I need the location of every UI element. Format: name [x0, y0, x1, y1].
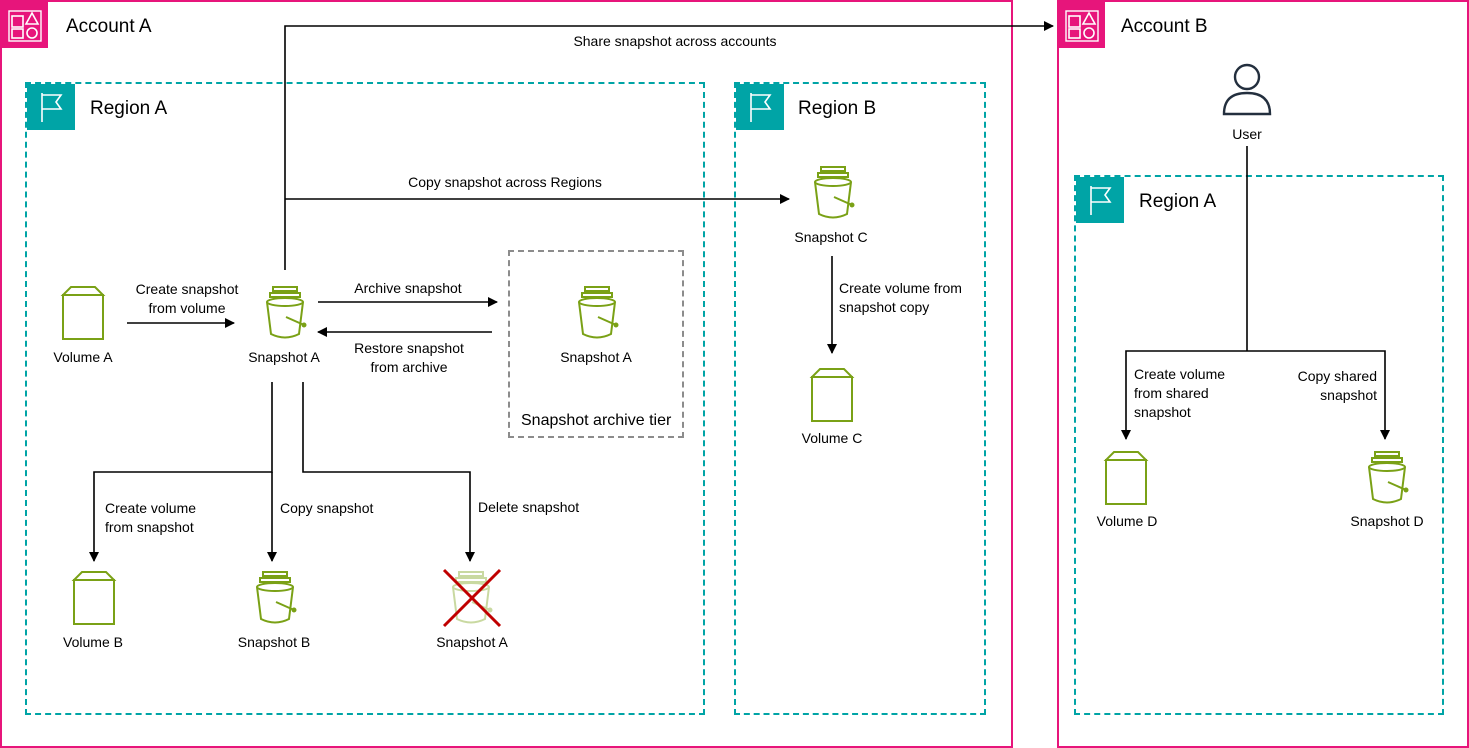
- create-volume-b-arrow: [89, 382, 273, 562]
- node-label-snapshot-d: Snapshot D: [1350, 513, 1424, 529]
- account-b-title: Account B: [1121, 16, 1208, 37]
- account-a-group: Account A: [0, 0, 1013, 748]
- edge-label-line: snapshot copy: [839, 299, 930, 315]
- node-label-snapshot-b: Snapshot B: [237, 634, 311, 650]
- ebs-volume-icon: [60, 285, 106, 341]
- create-volume-d-arrow: [1121, 350, 1247, 440]
- share-across-accounts-arrow: [284, 21, 1054, 270]
- node-label-snapshot-c: Snapshot C: [794, 229, 868, 245]
- edge-label-line: from snapshot: [105, 519, 194, 535]
- ebs-snapshot-bucket-icon: [576, 285, 620, 341]
- account-group-icon: [2, 2, 48, 48]
- edge-label-line: Create snapshot: [135, 281, 239, 297]
- ebs-snapshot-bucket-icon: [264, 285, 308, 341]
- edge-label-line: Copy shared: [1297, 368, 1377, 384]
- edge-label-line: snapshot: [1134, 404, 1191, 420]
- snapshot-archive-tier: Snapshot archive tier: [508, 250, 684, 438]
- edge-label-line: Create volume from: [839, 280, 962, 296]
- edge-label-copy-snapshot: Copy snapshot: [280, 500, 374, 516]
- node-label-snapshot-a-archived: Snapshot A: [560, 349, 632, 365]
- node-label-volume-a: Volume A: [53, 349, 113, 365]
- copy-shared-snapshot-arrow: [1247, 350, 1390, 440]
- node-label-snapshot-a-deleted: Snapshot A: [436, 634, 508, 650]
- node-label-volume-d: Volume D: [1096, 513, 1158, 529]
- node-label-snapshot-a: Snapshot A: [248, 349, 320, 365]
- edge-label-line: Create volume: [1134, 366, 1226, 382]
- region-a-title: Region A: [90, 98, 168, 119]
- ebs-snapshot-bucket-icon: [1366, 450, 1410, 506]
- delete-x-icon: [442, 568, 502, 628]
- ebs-snapshot-bucket-icon: [254, 570, 298, 626]
- region-flag-icon: [27, 84, 75, 130]
- ebs-volume-icon: [809, 367, 855, 423]
- edge-label-line: Create volume: [105, 500, 197, 516]
- edge-label-line: from shared: [1134, 385, 1209, 401]
- account-b-region-a-group: Region A: [1074, 175, 1444, 715]
- edge-label-line: from archive: [370, 359, 448, 375]
- edge-label-create-volume-from-copy: Create volume from snapshot copy: [839, 279, 962, 317]
- ebs-volume-icon: [71, 570, 117, 626]
- account-a-title: Account A: [66, 16, 152, 37]
- account-b-region-a-title: Region A: [1139, 191, 1217, 212]
- region-b-group: Region B: [734, 82, 986, 715]
- ebs-volume-icon: [1103, 450, 1149, 506]
- edge-label-line: from volume: [148, 300, 226, 316]
- edge-label-line: Restore snapshot: [354, 340, 464, 356]
- edge-label-line: snapshot: [1320, 387, 1377, 403]
- archive-tier-title: Snapshot archive tier: [521, 412, 672, 429]
- node-label-volume-c: Volume C: [801, 430, 863, 446]
- edge-label-archive-snapshot: Archive snapshot: [354, 280, 462, 296]
- region-a-group: Region A: [25, 82, 705, 715]
- account-group-icon: [1059, 2, 1105, 48]
- edge-label-copy-shared-snapshot: Copy shared snapshot: [1297, 367, 1377, 405]
- region-flag-icon: [736, 84, 784, 130]
- delete-snapshot-arrow: [302, 382, 475, 562]
- edge-label-create-volume-from-shared: Create volume from shared snapshot: [1134, 365, 1225, 422]
- node-label-volume-b: Volume B: [63, 634, 123, 650]
- account-b-group: Account B: [1057, 0, 1469, 748]
- edge-label-create-volume-from-snapshot: Create volume from snapshot: [105, 499, 196, 537]
- region-b-title: Region B: [798, 98, 877, 119]
- ebs-snapshot-bucket-icon: [812, 165, 856, 221]
- edge-label-create-snapshot: Create snapshot from volume: [136, 280, 239, 318]
- edge-label-delete-snapshot: Delete snapshot: [478, 499, 580, 515]
- edge-label-copy-across-regions: Copy snapshot across Regions: [408, 174, 602, 190]
- node-label-user: User: [1232, 126, 1262, 142]
- edge-label-restore-snapshot: Restore snapshot from archive: [354, 339, 464, 377]
- region-flag-icon: [1076, 177, 1124, 223]
- user-icon: [1222, 62, 1272, 116]
- edge-label-share-across-accounts: Share snapshot across accounts: [573, 33, 777, 49]
